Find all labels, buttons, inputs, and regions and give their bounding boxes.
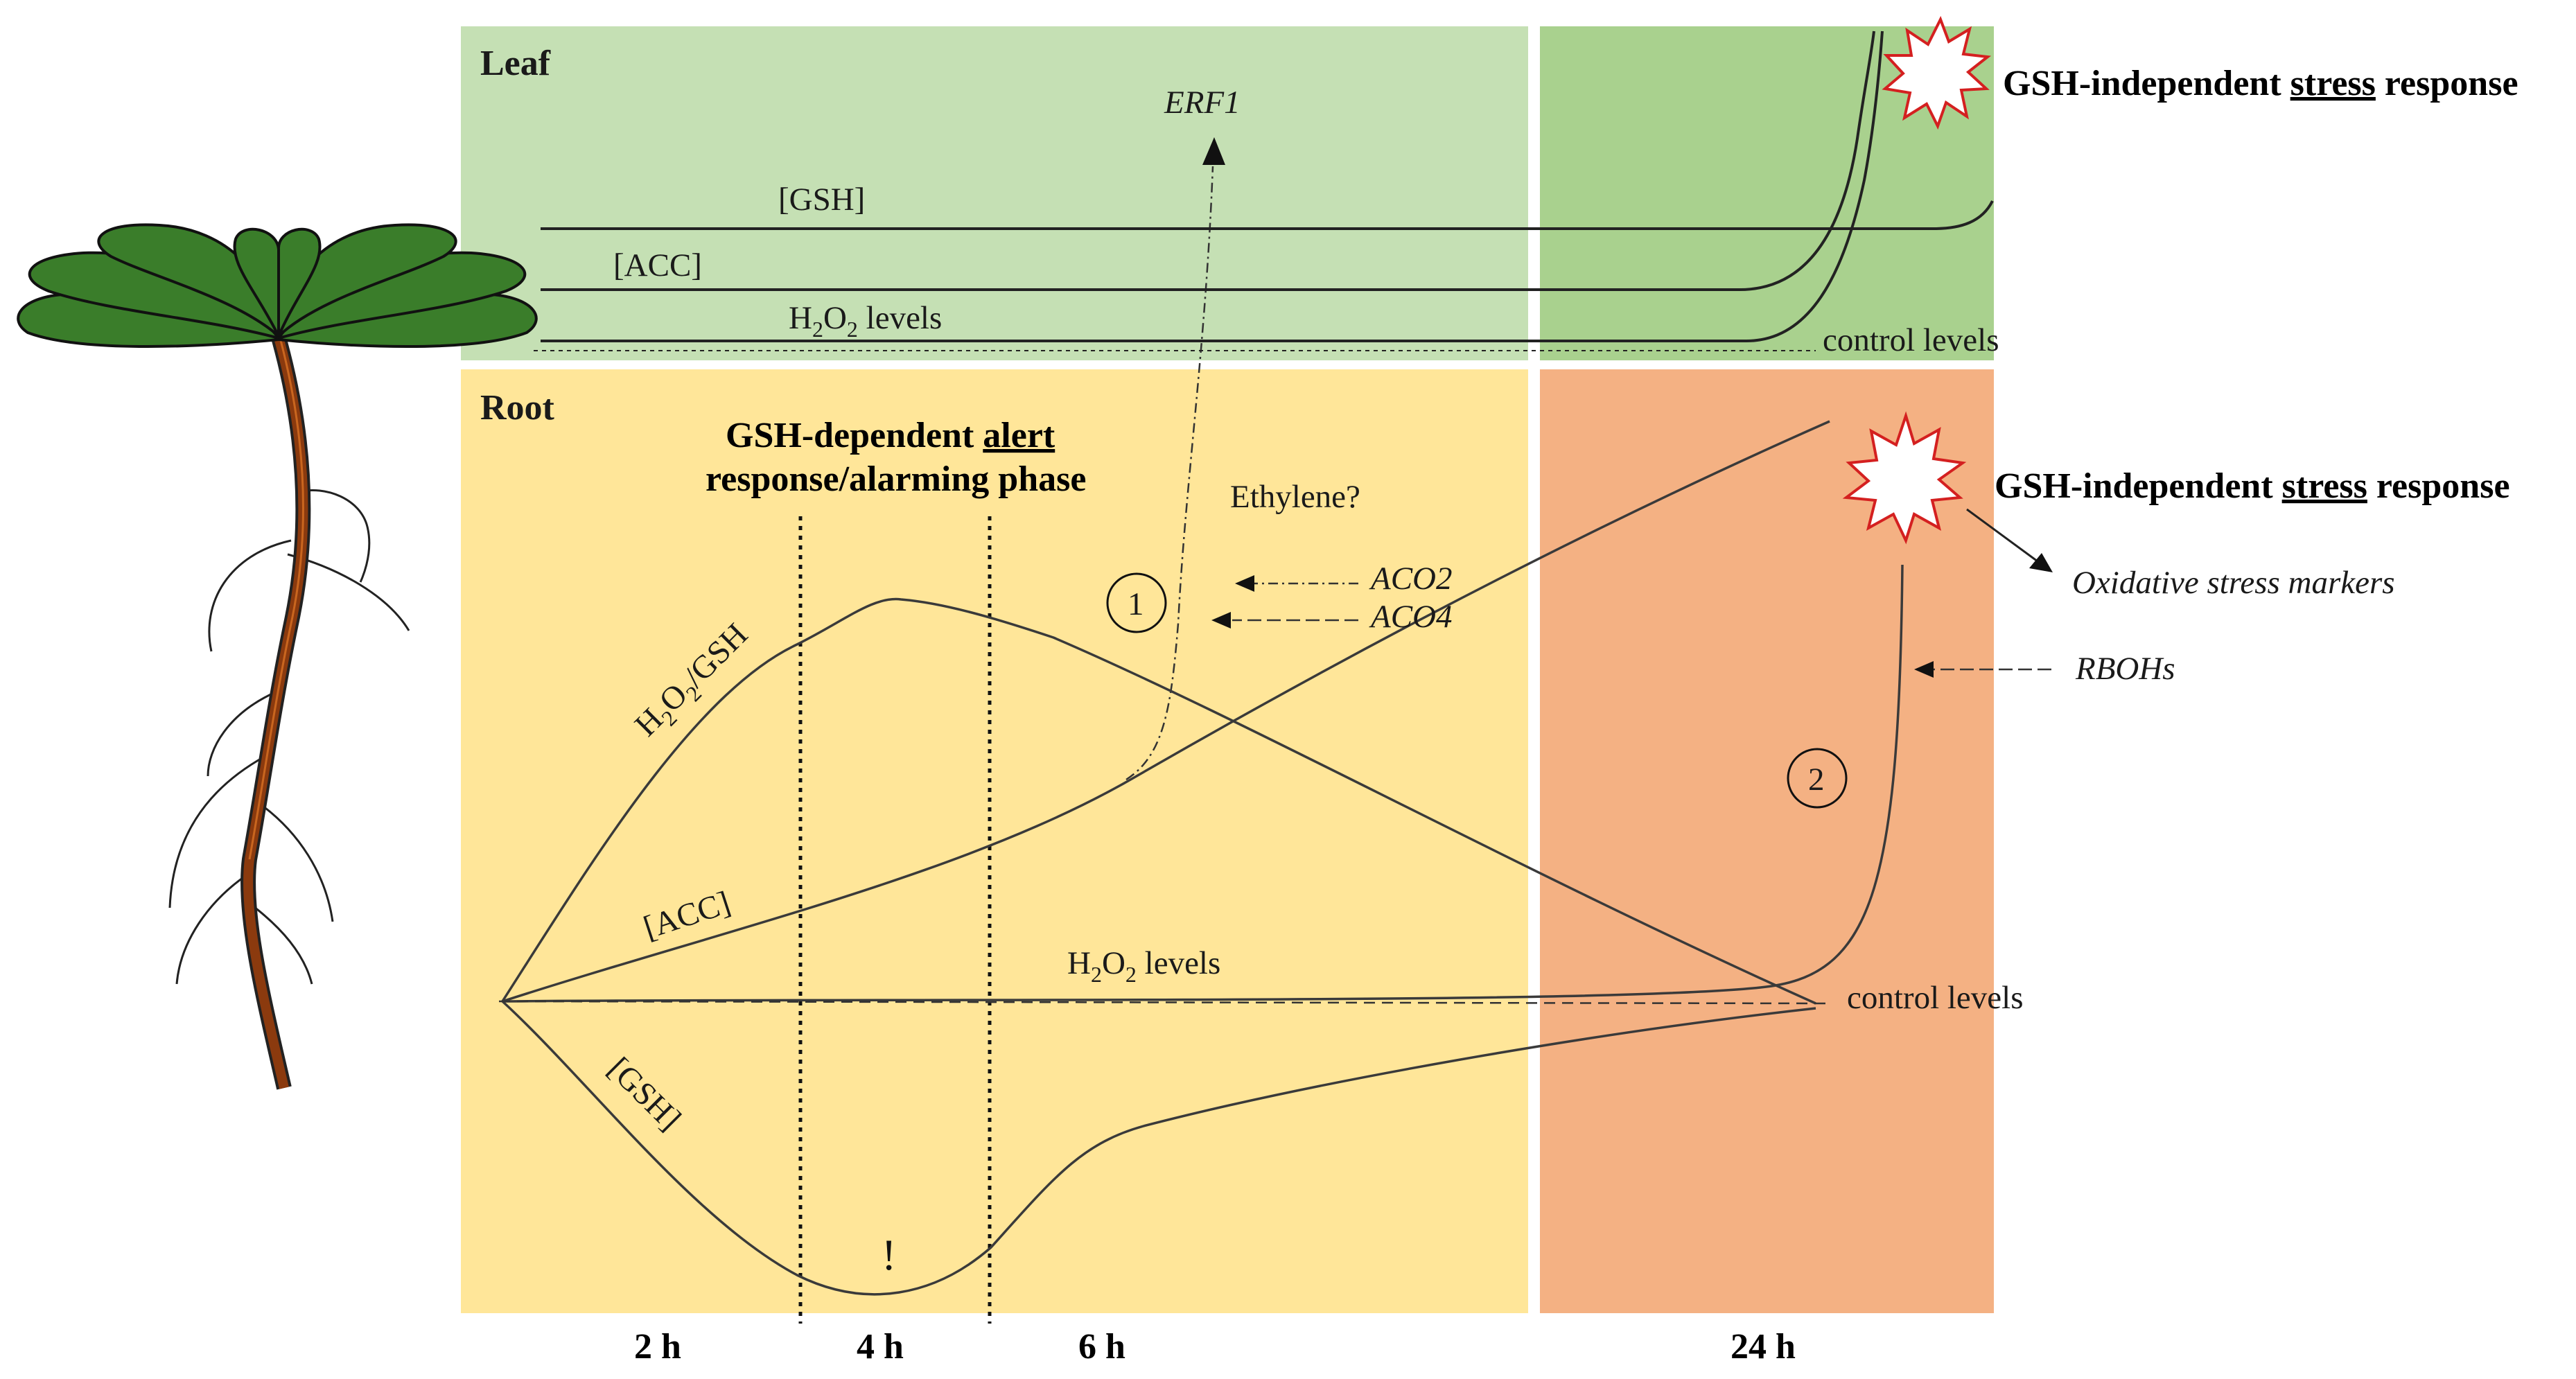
step-1-number: 1 xyxy=(1128,586,1144,622)
step-1-circle xyxy=(1106,572,1167,633)
root-h2o2-gsh-label: H2O2/GSH xyxy=(628,617,759,748)
root-stress-burst-icon xyxy=(1842,411,1967,545)
ethylene-label: Ethylene? xyxy=(1230,479,1360,515)
leaf-h2o2-curve xyxy=(541,30,1884,342)
leaf-acc-curve xyxy=(541,30,1875,291)
oxidative-arrow-line xyxy=(1966,508,2038,563)
alert-response-title-line1: GSH-dependent alert xyxy=(726,416,1055,455)
step-2-circle xyxy=(1787,748,1848,809)
leaf-gsh-label: [GSH] xyxy=(778,182,865,218)
root-h2o2-label: H2O2 levels xyxy=(1067,945,1220,987)
erf1-arrowhead xyxy=(1202,137,1225,165)
leaf-stress-response-label: GSH-independent stress response xyxy=(2003,64,2518,103)
time-label-6h: 6 h xyxy=(1078,1327,1125,1367)
root-panel-title: Root xyxy=(480,388,555,428)
plant-illustration xyxy=(17,223,538,1090)
root-control-line xyxy=(498,1000,1830,1005)
root-acc-curve xyxy=(502,420,1830,1003)
oxidative-stress-markers-label: Oxidative stress markers xyxy=(2072,565,2395,601)
aco2-label: ACO2 xyxy=(1369,561,1453,597)
gsh-minimum-exclamation: ! xyxy=(882,1230,896,1279)
aco2-arrowhead xyxy=(1235,575,1254,592)
time-label-4h: 4 h xyxy=(857,1327,904,1367)
leaf-panel-early xyxy=(461,26,1528,360)
alert-response-title-line2: response/alarming phase xyxy=(706,459,1086,499)
time-label-2h: 2 h xyxy=(634,1327,681,1367)
root-panel-late xyxy=(1540,369,1994,1313)
root-h2o2-curve xyxy=(502,564,1904,1003)
root-gsh-curve xyxy=(501,1000,1816,1296)
root-h2o2-gsh-curve xyxy=(501,597,1816,1005)
leaf-h2o2-label: H2O2 levels xyxy=(789,300,942,342)
rbohs-arrowhead xyxy=(1914,661,1934,678)
aco4-arrowhead xyxy=(1211,612,1231,629)
time-label-24h: 24 h xyxy=(1731,1327,1796,1367)
erf1-label: ERF1 xyxy=(1164,85,1241,121)
erf1-arrow-line xyxy=(1125,166,1214,781)
leaf-acc-label: [ACC] xyxy=(613,247,702,283)
leaf-gsh-curve xyxy=(541,200,1994,230)
rbohs-label: RBOHs xyxy=(2075,651,2175,687)
oxidative-arrowhead xyxy=(2029,553,2053,572)
leaf-panel-title: Leaf xyxy=(480,44,551,83)
root-control-label: control levels xyxy=(1847,980,2024,1016)
leaf-stress-burst-icon xyxy=(1882,16,1992,130)
leaf-control-label: control levels xyxy=(1823,322,1999,358)
root-stress-response-label: GSH-independent stress response xyxy=(1995,466,2510,506)
step-2-number: 2 xyxy=(1808,762,1825,798)
aco4-label: ACO4 xyxy=(1369,599,1453,635)
root-panel-early xyxy=(461,369,1528,1313)
